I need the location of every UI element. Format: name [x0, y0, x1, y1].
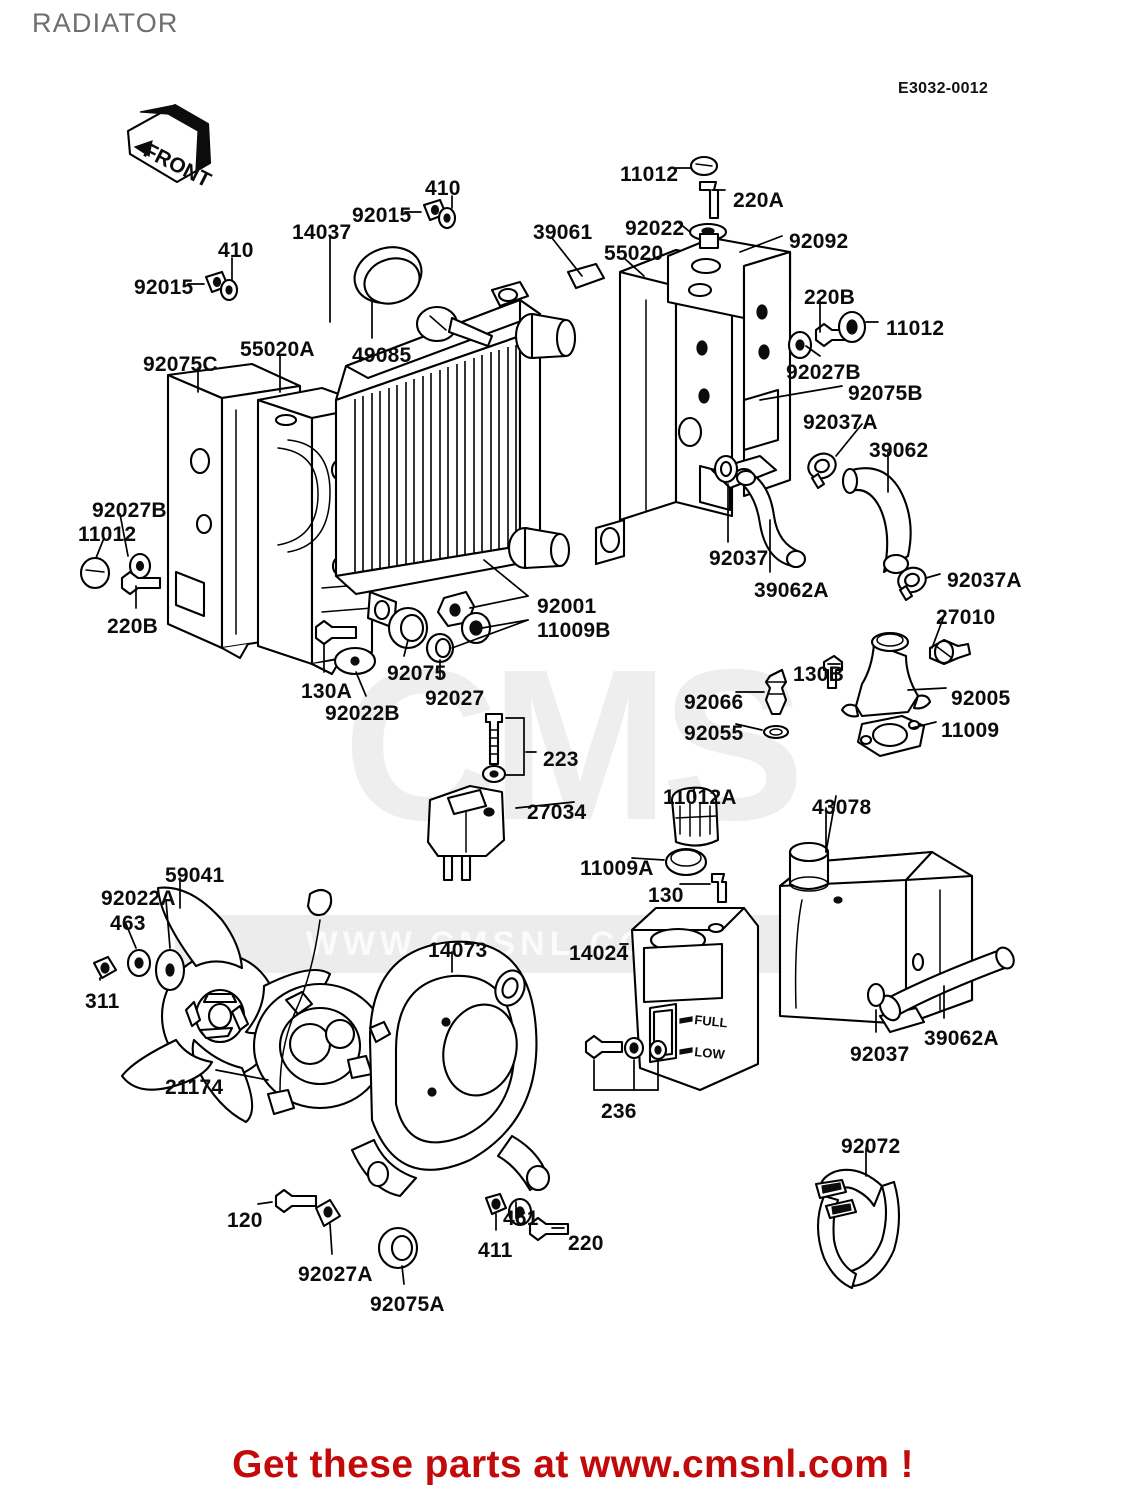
part-callout-43078[interactable]: 43078 [812, 796, 872, 819]
part-callout-92027[interactable]: 92027 [425, 687, 485, 710]
fastener-group-top [204, 155, 867, 360]
reservoir-full-mark: FULL [694, 1012, 729, 1030]
part-callout-461[interactable]: 461 [503, 1207, 539, 1230]
part-callout-92075B[interactable]: 92075B [848, 382, 923, 405]
part-callout-410[interactable]: 410 [218, 239, 254, 262]
reservoir-shield-14024: FULL LOW [630, 906, 760, 1092]
part-callout-21174[interactable]: 21174 [165, 1076, 224, 1099]
part-callout-130A[interactable]: 130A [301, 680, 353, 703]
part-callout-14073[interactable]: 14073 [428, 939, 488, 962]
part-callout-92001[interactable]: 92001 [537, 595, 597, 618]
part-callout-92027A[interactable]: 92027A [298, 1263, 373, 1286]
part-callout-92027B[interactable]: 92027B [786, 361, 861, 384]
reservoir-cap-11012A [670, 786, 720, 847]
part-callout-130B[interactable]: 130B [793, 663, 845, 686]
part-callout-410[interactable]: 410 [425, 177, 461, 200]
part-callout-92022[interactable]: 92022 [625, 217, 685, 240]
right-bracket-92075B [618, 236, 792, 522]
fan-relay-27034 [426, 784, 506, 882]
footer-cta: Get these parts at www.cmsnl.com ! [232, 1443, 914, 1486]
part-callout-11012[interactable]: 11012 [886, 317, 945, 340]
part-callout-220A[interactable]: 220A [733, 189, 785, 212]
part-callout-92015[interactable]: 92015 [352, 204, 412, 227]
part-callout-92037A[interactable]: 92037A [947, 569, 1022, 592]
part-callout-220B[interactable]: 220B [107, 615, 159, 638]
part-callout-11009B[interactable]: 11009B [537, 619, 611, 642]
fastener-group-left [79, 552, 162, 596]
part-callout-220B[interactable]: 220B [804, 286, 856, 309]
part-callout-92022A[interactable]: 92022A [101, 887, 176, 910]
bolt-130A-washer-92022B [314, 619, 377, 676]
page-title: RADIATOR [32, 8, 179, 38]
fan-shroud-14073 [350, 940, 551, 1198]
part-callout-120[interactable]: 120 [227, 1209, 263, 1232]
part-callout-59041[interactable]: 59041 [165, 864, 225, 887]
screw-223 [481, 712, 525, 784]
part-callout-236[interactable]: 236 [601, 1100, 637, 1123]
grommet-group [387, 590, 492, 664]
part-callout-92037A[interactable]: 92037A [803, 411, 878, 434]
part-callout-92027B[interactable]: 92027B [92, 499, 167, 522]
part-callout-39061[interactable]: 39061 [533, 221, 593, 244]
part-callout-55020A[interactable]: 55020A [240, 338, 315, 361]
part-callout-11009[interactable]: 11009 [941, 719, 1000, 742]
part-callout-14024[interactable]: 14024 [569, 942, 629, 965]
part-callout-92022B[interactable]: 92022B [325, 702, 400, 725]
fan-motor-21174 [252, 888, 388, 1116]
leader-lines [95, 167, 947, 1285]
part-callout-39062A[interactable]: 39062A [754, 579, 829, 602]
part-callout-92005[interactable]: 92005 [951, 687, 1011, 710]
part-callout-130[interactable]: 130 [648, 884, 684, 907]
part-callout-49085[interactable]: 49085 [352, 344, 412, 367]
part-callout-92066[interactable]: 92066 [684, 691, 744, 714]
part-callout-11012[interactable]: 11012 [620, 163, 679, 186]
part-callout-14037[interactable]: 14037 [292, 221, 352, 244]
part-callout-92072[interactable]: 92072 [841, 1135, 901, 1158]
part-callout-463[interactable]: 463 [110, 912, 146, 935]
part-callout-11012A[interactable]: 11012A [663, 786, 737, 809]
part-callout-411[interactable]: 411 [478, 1239, 513, 1262]
part-callout-27010[interactable]: 27010 [936, 606, 996, 629]
grommet-11009A [664, 847, 728, 904]
part-callout-92075[interactable]: 92075 [387, 662, 447, 685]
shield-fastener-group-236 [584, 1034, 668, 1091]
part-callout-92015[interactable]: 92015 [134, 276, 194, 299]
part-callout-55020[interactable]: 55020 [604, 242, 664, 265]
fan-mount-hardware [92, 948, 186, 992]
part-callout-223[interactable]: 223 [543, 748, 579, 771]
temperature-sensor-92066 [762, 668, 790, 740]
part-callout-39062[interactable]: 39062 [869, 439, 929, 462]
front-arrow-marker: FRONT [126, 103, 215, 192]
siphon-hose-39062A-lower [866, 946, 1015, 1022]
band-clamp-92072 [814, 1168, 900, 1290]
part-callout-11012[interactable]: 11012 [78, 523, 137, 546]
part-callout-311[interactable]: 311 [85, 990, 120, 1013]
shroud-fastener-group [274, 1188, 570, 1270]
reservoir-low-mark: LOW [694, 1044, 726, 1062]
part-callout-92092[interactable]: 92092 [789, 230, 849, 253]
part-callout-220[interactable]: 220 [568, 1232, 604, 1255]
part-callout-92075C[interactable]: 92075C [143, 353, 218, 376]
radiator-hose-39062 [807, 452, 927, 602]
part-callout-39062A[interactable]: 39062A [924, 1027, 999, 1050]
part-callout-92055[interactable]: 92055 [684, 722, 744, 745]
part-callout-92037[interactable]: 92037 [850, 1043, 910, 1066]
part-callout-11009A[interactable]: 11009A [580, 857, 654, 880]
part-callout-92075A[interactable]: 92075A [370, 1293, 445, 1316]
thermostat-housing-92005 [822, 631, 972, 758]
drawing-number: E3032-0012 [898, 80, 989, 97]
part-callout-27034[interactable]: 27034 [527, 801, 587, 824]
part-callout-92037[interactable]: 92037 [709, 547, 769, 570]
radiator-core-39061 [334, 246, 626, 630]
